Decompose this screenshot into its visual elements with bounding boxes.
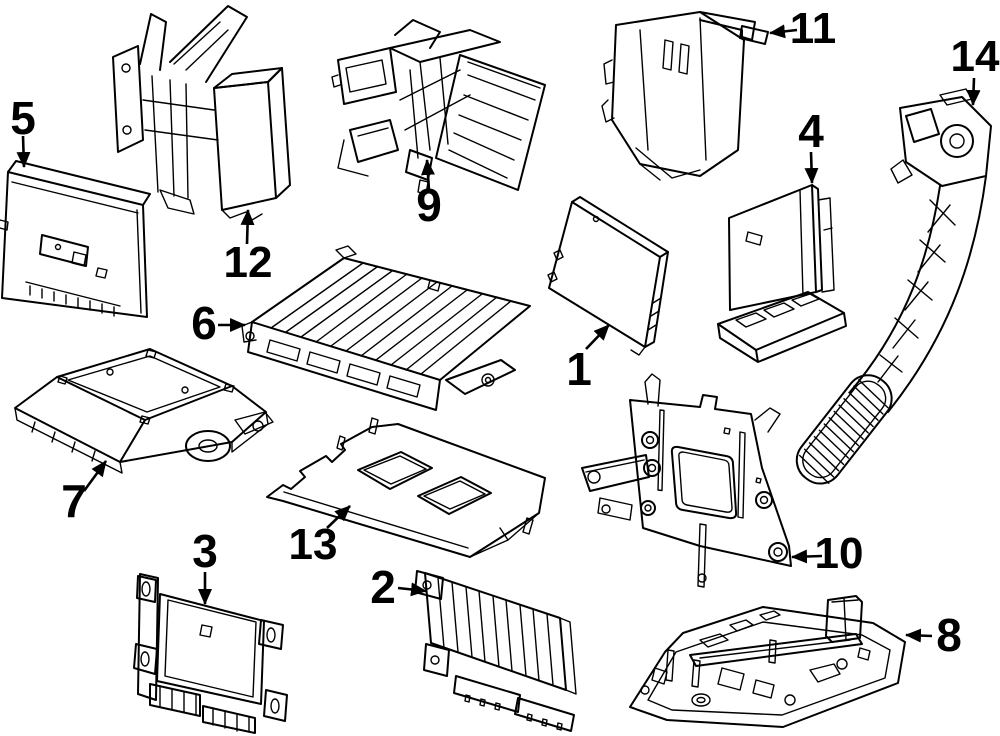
callout-5-label: 5: [10, 92, 36, 144]
callout-1-label: 1: [566, 343, 592, 395]
callout-13-label: 13: [289, 520, 338, 569]
callout-9-label: 9: [416, 179, 442, 231]
callout-3-label: 3: [192, 525, 218, 577]
callout-14-label: 14: [951, 32, 1000, 81]
callout-7-label: 7: [61, 475, 87, 527]
callout-1: 1: [566, 324, 610, 395]
part-3-control-module: [133, 573, 288, 734]
callout-3: 3: [192, 525, 218, 605]
part-11-module-bracket: [601, 11, 769, 181]
callout-2-label: 2: [370, 561, 396, 613]
part-5-control-module: [0, 160, 151, 318]
part-8-module-assembly: [629, 595, 906, 728]
part-7-module-tray: [14, 348, 274, 474]
callout-11-label: 11: [790, 4, 837, 53]
callout-10: 10: [791, 529, 864, 578]
callout-9: 9: [416, 159, 442, 231]
callout-7: 7: [61, 460, 108, 527]
callout-6-label: 6: [191, 297, 217, 349]
part-2-ribbed-module: [414, 570, 577, 732]
part-6-finned-module: [241, 245, 531, 411]
part-9-bracket-assembly: [331, 19, 546, 195]
part-4-module-panel: [717, 184, 847, 363]
callout-11: 11: [769, 4, 837, 53]
callout-12-label: 12: [224, 238, 273, 287]
callout-4: 4: [798, 105, 824, 184]
part-10-mounting-plate: [581, 373, 792, 588]
part-13-bracket-plate: [266, 417, 546, 558]
callout-12: 12: [224, 209, 273, 287]
callout-13: 13: [289, 505, 351, 569]
callout-8-label: 8: [936, 609, 962, 661]
callout-5: 5: [10, 92, 36, 168]
part-12-mounting-bracket: [112, 5, 291, 221]
callout-8: 8: [905, 609, 962, 661]
callout-10-label: 10: [815, 529, 864, 578]
callout-14: 14: [951, 32, 1000, 106]
callout-4-label: 4: [798, 105, 824, 157]
part-1-module-panel: [547, 196, 669, 356]
callout-6: 6: [191, 297, 246, 349]
callout-2: 2: [370, 561, 427, 613]
